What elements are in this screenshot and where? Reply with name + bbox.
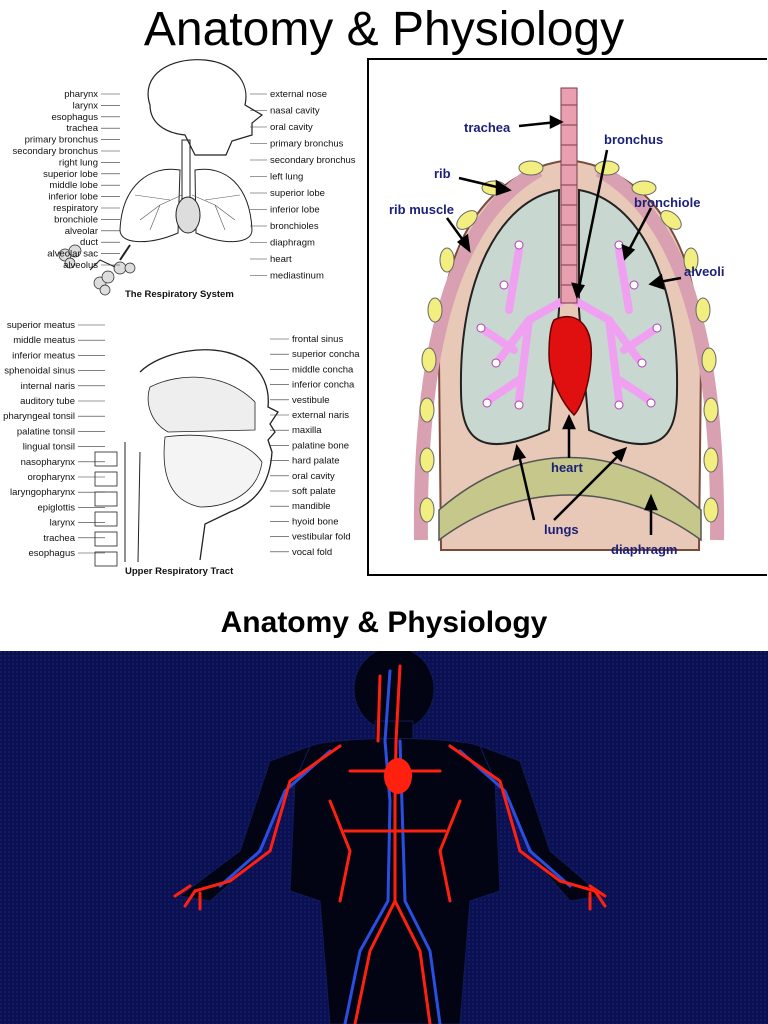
diagram-label: bronchioles xyxy=(270,221,319,232)
diagram-label: maxilla xyxy=(292,425,322,436)
diagram-label: trachea xyxy=(43,533,75,544)
diagram-label: superior concha xyxy=(292,349,360,360)
diagram-label: superior lobe xyxy=(270,188,325,199)
respiratory-caption: The Respiratory System xyxy=(125,289,234,300)
diagram-label: auditory tube xyxy=(20,396,75,407)
diagram-label: vestibule xyxy=(292,395,330,406)
diagram-label: sphenoidal sinus xyxy=(4,366,75,377)
label-heart: heart xyxy=(551,460,583,475)
diagram-label: pharyngeal tonsil xyxy=(3,411,75,422)
diagram-label: diaphragm xyxy=(270,238,315,249)
diagram-label: duct xyxy=(80,237,98,248)
diagram-label: hyoid bone xyxy=(292,516,338,527)
diagram-label: superior meatus xyxy=(7,320,75,331)
label-trachea: trachea xyxy=(464,120,511,135)
diagram-label: secondary bronchus xyxy=(12,146,98,157)
label-bronchus: bronchus xyxy=(604,132,663,147)
diagram-label: internal naris xyxy=(21,381,76,392)
diagram-label: heart xyxy=(270,254,292,265)
lungs-diagram: trachea bronchus rib bronchiole rib musc… xyxy=(367,58,767,576)
diagram-label: bronchiole xyxy=(54,214,98,225)
diagram-label: nasal cavity xyxy=(270,106,320,117)
diagram-label: palatine tonsil xyxy=(17,426,75,437)
label-rib: rib xyxy=(434,166,451,181)
upper-respiratory-tract-diagram: superior meatus middle meatus inferior mea… xyxy=(0,312,366,580)
diagram-label: nasopharynx xyxy=(21,457,76,468)
page-title: Anatomy & Physiology xyxy=(143,3,625,56)
label-lungs: lungs xyxy=(544,522,579,537)
diagram-label: inferior lobe xyxy=(48,192,98,203)
diagram-label: larynx xyxy=(73,100,99,111)
diagram-label: lingual tonsil xyxy=(23,442,75,453)
diagram-label: middle lobe xyxy=(49,180,98,191)
upper-caption: Upper Respiratory Tract xyxy=(125,566,234,577)
diagram-label: superior lobe xyxy=(43,169,98,180)
label-alveoli: alveoli xyxy=(684,264,724,279)
section-title: Anatomy & Physiology xyxy=(220,606,548,639)
diagram-label: primary bronchus xyxy=(25,135,99,146)
diagram-label: alveolar sac xyxy=(47,249,98,260)
diagram-label: vocal fold xyxy=(292,547,332,558)
diagram-label: inferior lobe xyxy=(270,205,320,216)
diagram-label: soft palate xyxy=(292,486,336,497)
diagram-label: trachea xyxy=(66,123,98,134)
diagram-label: secondary bronchus xyxy=(270,155,356,166)
diagram-label: esophagus xyxy=(29,548,76,559)
diagram-label: mandible xyxy=(292,501,331,512)
diagram-label: oral cavity xyxy=(270,122,313,133)
diagram-label: middle meatus xyxy=(13,335,75,346)
diagram-label: inferior concha xyxy=(292,380,355,391)
diagram-label: epiglottis xyxy=(38,502,76,513)
diagram-label: frontal sinus xyxy=(292,334,343,345)
diagram-label: alveolar xyxy=(65,226,98,237)
diagram-label: palatine bone xyxy=(292,440,349,451)
diagram-label: oral cavity xyxy=(292,471,335,482)
diagram-label: external naris xyxy=(292,410,349,421)
label-diaphragm: diaphragm xyxy=(611,542,677,557)
diagram-label: pharynx xyxy=(64,89,98,100)
diagram-label: alveolus xyxy=(63,260,98,271)
diagram-label: mediastinum xyxy=(270,271,324,282)
diagram-label: left lung xyxy=(270,172,303,183)
diagram-label: esophagus xyxy=(52,112,99,123)
diagram-label: hard palate xyxy=(292,456,340,467)
diagram-label: respiratory xyxy=(53,203,98,214)
diagram-label: vestibular fold xyxy=(292,532,351,543)
diagram-label: right lung xyxy=(59,157,98,168)
diagram-label: inferior meatus xyxy=(12,350,75,361)
diagram-label: oropharynx xyxy=(27,472,75,483)
circulatory-system-image xyxy=(0,651,768,1024)
diagram-label: larynx xyxy=(50,518,76,529)
diagram-label: middle concha xyxy=(292,364,354,375)
diagram-label: external nose xyxy=(270,89,327,100)
diagram-label: primary bronchus xyxy=(270,139,344,150)
label-bronchiole: bronchiole xyxy=(634,195,700,210)
diagram-label: laryngopharynx xyxy=(10,487,75,498)
label-rib-muscle: rib muscle xyxy=(389,202,454,217)
